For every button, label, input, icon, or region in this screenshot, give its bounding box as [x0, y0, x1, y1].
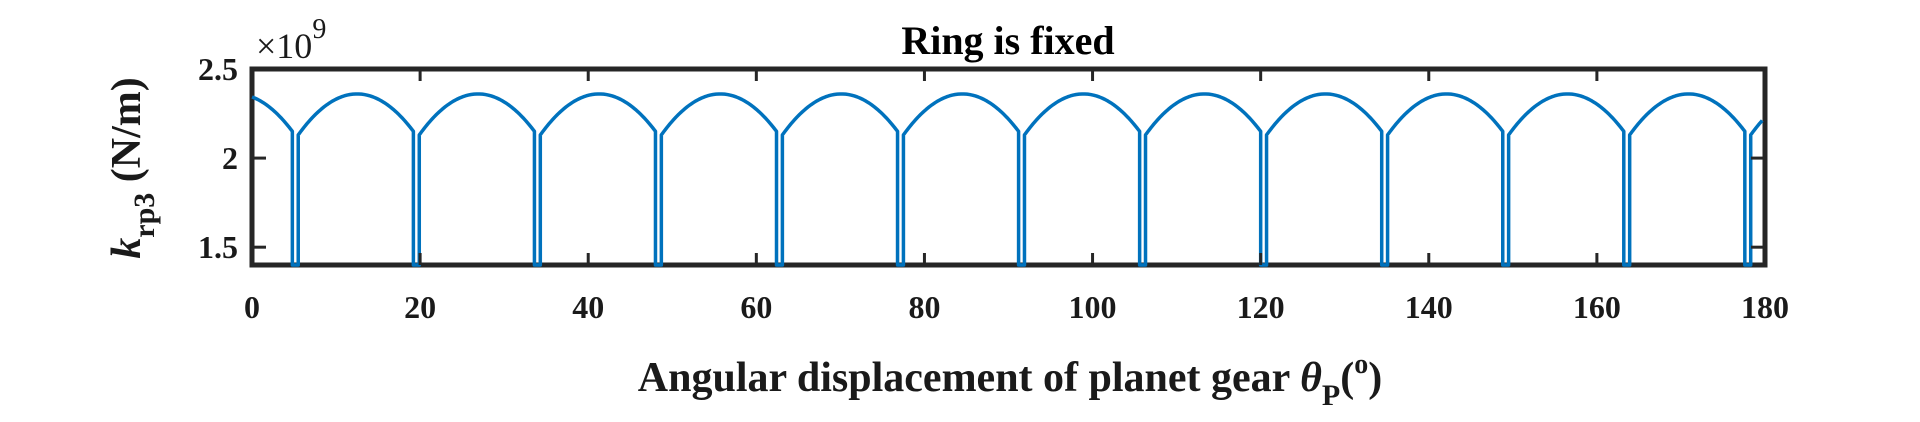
- plot-area: 0 20 40 60 80 100 120 140 160 180 1.5 2 2.5: [198, 51, 1789, 325]
- y-tick-label: 2: [222, 140, 238, 176]
- x-tick-label: 0: [244, 289, 260, 325]
- series-group: [251, 92, 1764, 267]
- y-axis-title: krp3 (N/m): [104, 77, 161, 258]
- x-tick-label: 100: [1069, 289, 1117, 325]
- y-ticks: 1.5 2 2.5: [198, 51, 1765, 265]
- x-axis-title: Angular displacement of planet gear θP(o…: [638, 349, 1382, 412]
- x-axis-title-subscript: P: [1322, 379, 1340, 412]
- x-axis-title-main: Angular displacement of planet gear: [638, 355, 1300, 401]
- axes-box: [249, 66, 1768, 268]
- x-tick-label: 60: [740, 289, 772, 325]
- x-axis-title-open: (: [1340, 355, 1354, 401]
- x-tick-label: 20: [404, 289, 436, 325]
- x-tick-label: 160: [1573, 289, 1621, 325]
- y-tick-label: 1.5: [198, 229, 238, 265]
- x-tick-label: 180: [1741, 289, 1789, 325]
- series-line: [251, 92, 1764, 267]
- y-multiplier-base: ×10: [256, 26, 312, 66]
- x-tick-label: 140: [1405, 289, 1453, 325]
- y-tick-label: 2.5: [198, 51, 238, 87]
- x-tick-label: 40: [572, 289, 604, 325]
- x-ticks: 0 20 40 60 80 100 120 140 160 180: [244, 69, 1789, 325]
- x-axis-title-close: ): [1368, 355, 1382, 401]
- x-tick-label: 120: [1237, 289, 1285, 325]
- chart-title: Ring is fixed: [901, 18, 1114, 63]
- x-axis-title-superscript: o: [1354, 349, 1368, 380]
- y-axis-title-unit: (N/m): [104, 77, 150, 192]
- y-axis-title-subscript: rp3: [128, 193, 161, 238]
- x-axis-title-symbol: θ: [1300, 355, 1322, 401]
- y-axis-title-symbol: k: [104, 238, 150, 259]
- y-multiplier: ×109: [256, 14, 326, 66]
- y-multiplier-exponent: 9: [312, 14, 326, 45]
- x-tick-label: 80: [908, 289, 940, 325]
